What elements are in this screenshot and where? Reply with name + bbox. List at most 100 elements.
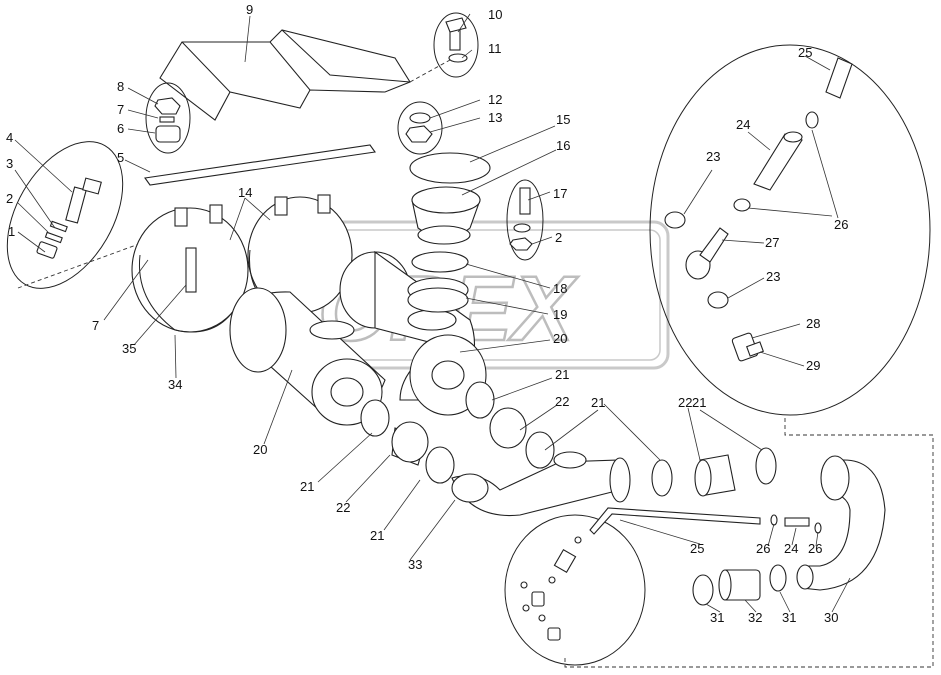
bolt-group-ellipse-2 xyxy=(506,179,544,261)
elbow-30 xyxy=(796,455,886,591)
clamp-26-detail-b xyxy=(733,198,751,212)
callout-14: 14 xyxy=(238,185,252,200)
callout-24a: 24 xyxy=(736,117,750,132)
callout-2b: 2 xyxy=(555,230,562,245)
callout-22b: 22 xyxy=(555,394,569,409)
gasket-15 xyxy=(409,152,491,184)
washer-2b xyxy=(513,223,531,233)
callout-7b: 7 xyxy=(92,318,99,333)
callout-24b: 24 xyxy=(784,541,798,556)
bushing-6 xyxy=(155,125,181,143)
clamp-31-b xyxy=(769,564,787,592)
leader-lines xyxy=(14,13,851,613)
hose-25-detail xyxy=(825,57,853,99)
callout-13: 13 xyxy=(488,110,502,125)
cover-34-right xyxy=(247,194,353,319)
callout-17: 17 xyxy=(553,186,567,201)
clamp-21-a xyxy=(360,399,390,437)
callout-16: 16 xyxy=(556,138,570,153)
leader-dashed xyxy=(17,239,151,289)
callout-20b: 20 xyxy=(253,442,267,457)
callout-11: 11 xyxy=(488,41,502,56)
clamp-21-e xyxy=(651,459,673,497)
callout-10: 10 xyxy=(488,7,502,22)
nut-group-ellipse xyxy=(397,101,443,155)
bolt-group-ellipse xyxy=(433,12,479,78)
callout-31b: 31 xyxy=(782,610,796,625)
nut-1 xyxy=(36,241,58,259)
washer-23-a xyxy=(664,211,686,229)
coupling-32 xyxy=(718,569,761,601)
nut-8 xyxy=(154,97,181,115)
callout-23a: 23 xyxy=(706,149,720,164)
clamp-21-c xyxy=(465,381,495,419)
callout-6: 6 xyxy=(117,121,124,136)
bolt-4 xyxy=(65,177,102,224)
washer-12 xyxy=(409,112,431,124)
callout-28: 28 xyxy=(806,316,820,331)
callout-27: 27 xyxy=(765,235,779,250)
callout-19: 19 xyxy=(553,307,567,322)
leader-dashed-2 xyxy=(409,59,451,83)
detail-fittings xyxy=(520,536,582,641)
fitting-28-29 xyxy=(731,332,764,362)
callout-29: 29 xyxy=(806,358,820,373)
clamp-21-b xyxy=(425,446,455,484)
detail-view-ellipse-lower xyxy=(504,514,646,666)
clamp-21-f xyxy=(755,447,777,485)
adapter-16 xyxy=(411,186,481,245)
bracket-9 xyxy=(159,29,411,121)
detail-view-ellipse xyxy=(649,44,931,416)
callout-35: 35 xyxy=(122,341,136,356)
seal-18 xyxy=(411,251,469,273)
callout-21a: 21 xyxy=(300,479,314,494)
callout-2: 2 xyxy=(6,191,13,206)
sleeve-22-b xyxy=(489,407,527,449)
washer-11 xyxy=(448,53,468,63)
bolt-17 xyxy=(519,187,531,215)
callout-22c: 22 xyxy=(678,395,692,410)
callout-9: 9 xyxy=(246,2,253,17)
callout-21e: 21 xyxy=(692,395,706,410)
callout-18: 18 xyxy=(553,281,567,296)
callout-12: 12 xyxy=(488,92,502,107)
mount-group-ellipse xyxy=(145,82,191,154)
callout-32: 32 xyxy=(748,610,762,625)
callout-7: 7 xyxy=(117,102,124,117)
callout-21c: 21 xyxy=(555,367,569,382)
clamp-31-a xyxy=(692,574,714,606)
callout-22a: 22 xyxy=(336,500,350,515)
callout-34: 34 xyxy=(168,377,182,392)
clamp-26-b xyxy=(814,522,822,534)
strap-5 xyxy=(144,144,376,186)
callout-26a: 26 xyxy=(834,217,848,232)
filter-housing-20-right xyxy=(309,250,487,416)
callout-15: 15 xyxy=(556,112,570,127)
callout-4: 4 xyxy=(6,130,13,145)
clamp-19 xyxy=(407,277,469,313)
callout-8: 8 xyxy=(117,79,124,94)
dashed-connector xyxy=(564,418,934,668)
callout-30: 30 xyxy=(824,610,838,625)
nut-13 xyxy=(405,125,433,143)
bolt-10-head xyxy=(445,17,467,33)
callout-20: 20 xyxy=(553,331,567,346)
clamp-21-d xyxy=(525,431,555,469)
washer-23-b xyxy=(707,291,729,309)
washer-3 xyxy=(49,220,68,233)
callout-33: 33 xyxy=(408,557,422,572)
callout-21b: 21 xyxy=(370,528,384,543)
callout-3: 3 xyxy=(6,156,13,171)
callout-26c: 26 xyxy=(808,541,822,556)
pipe-33 xyxy=(451,451,631,517)
washer-7 xyxy=(159,116,175,123)
stud-35 xyxy=(185,247,197,293)
callout-labels: 1 2 2 3 4 5 6 7 7 8 9 10 11 12 13 14 15 … xyxy=(6,2,848,625)
cover-34-left xyxy=(131,204,249,333)
nut-2b xyxy=(509,237,533,251)
callout-1: 1 xyxy=(8,224,15,239)
tube-24-detail xyxy=(753,131,803,191)
callout-5: 5 xyxy=(117,150,124,165)
sleeve-22-c xyxy=(694,454,736,497)
